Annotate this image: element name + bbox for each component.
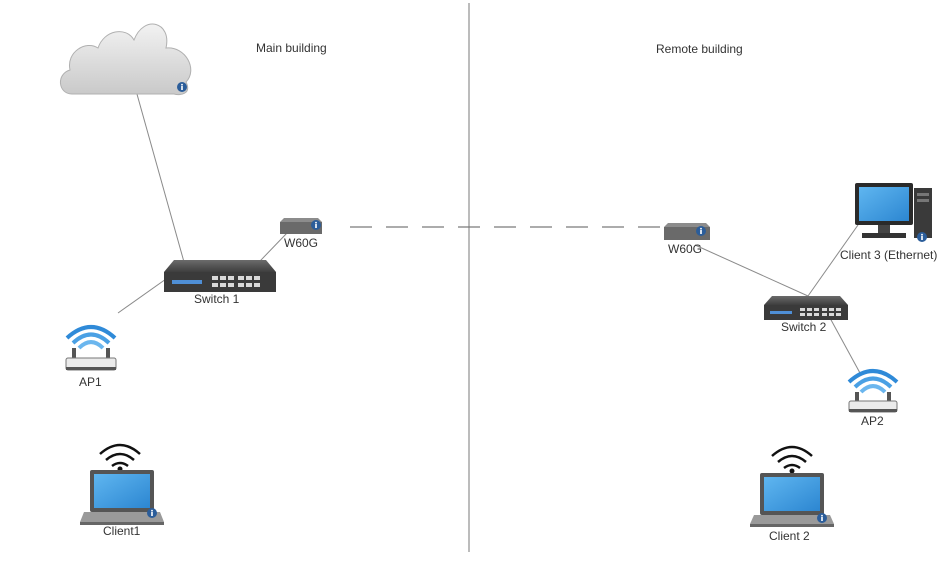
info-badge-icon[interactable]: [177, 82, 187, 92]
info-badge-icon[interactable]: [917, 232, 927, 242]
w60g-main[interactable]: W60G: [280, 218, 322, 250]
wifi-signal-icon: [771, 445, 813, 470]
w60g-main-label: W60G: [284, 236, 318, 250]
client3-label: Client 3 (Ethernet): [840, 248, 937, 262]
ap2[interactable]: AP2: [847, 369, 899, 428]
switch-2[interactable]: Switch 2: [764, 296, 848, 334]
wifi-signal-icon: [847, 369, 899, 394]
switch-1[interactable]: Switch 1: [164, 260, 276, 306]
switch-2-label: Switch 2: [781, 320, 827, 334]
wifi-signal-icon: [99, 443, 141, 468]
link-switch2-client3: [807, 224, 859, 297]
info-badge-icon[interactable]: [147, 508, 157, 518]
ap1-label: AP1: [79, 375, 102, 389]
connections: [117, 61, 861, 374]
w60g-remote[interactable]: W60G: [664, 223, 710, 256]
ap1[interactable]: AP1: [65, 325, 117, 389]
info-badge-icon[interactable]: [311, 220, 321, 230]
cloud-icon[interactable]: [60, 23, 192, 96]
info-badge-icon[interactable]: [696, 226, 706, 236]
client2-label: Client 2: [769, 529, 810, 543]
link-w60g-switch2: [694, 244, 809, 297]
client2[interactable]: Client 2: [750, 445, 834, 543]
wifi-signal-icon: [65, 325, 117, 350]
ap2-label: AP2: [861, 414, 884, 428]
area-title-remote: Remote building: [656, 42, 743, 56]
client3[interactable]: Client 3 (Ethernet): [840, 183, 937, 262]
area-title-main: Main building: [256, 41, 327, 55]
client1[interactable]: Client1: [80, 443, 164, 538]
w60g-remote-label: W60G: [668, 242, 702, 256]
link-cloud-switch1: [127, 61, 185, 263]
switch-1-label: Switch 1: [194, 292, 240, 306]
link-switch2-ap2: [829, 317, 861, 374]
client1-label: Client1: [103, 524, 141, 538]
info-badge-icon[interactable]: [817, 513, 827, 523]
